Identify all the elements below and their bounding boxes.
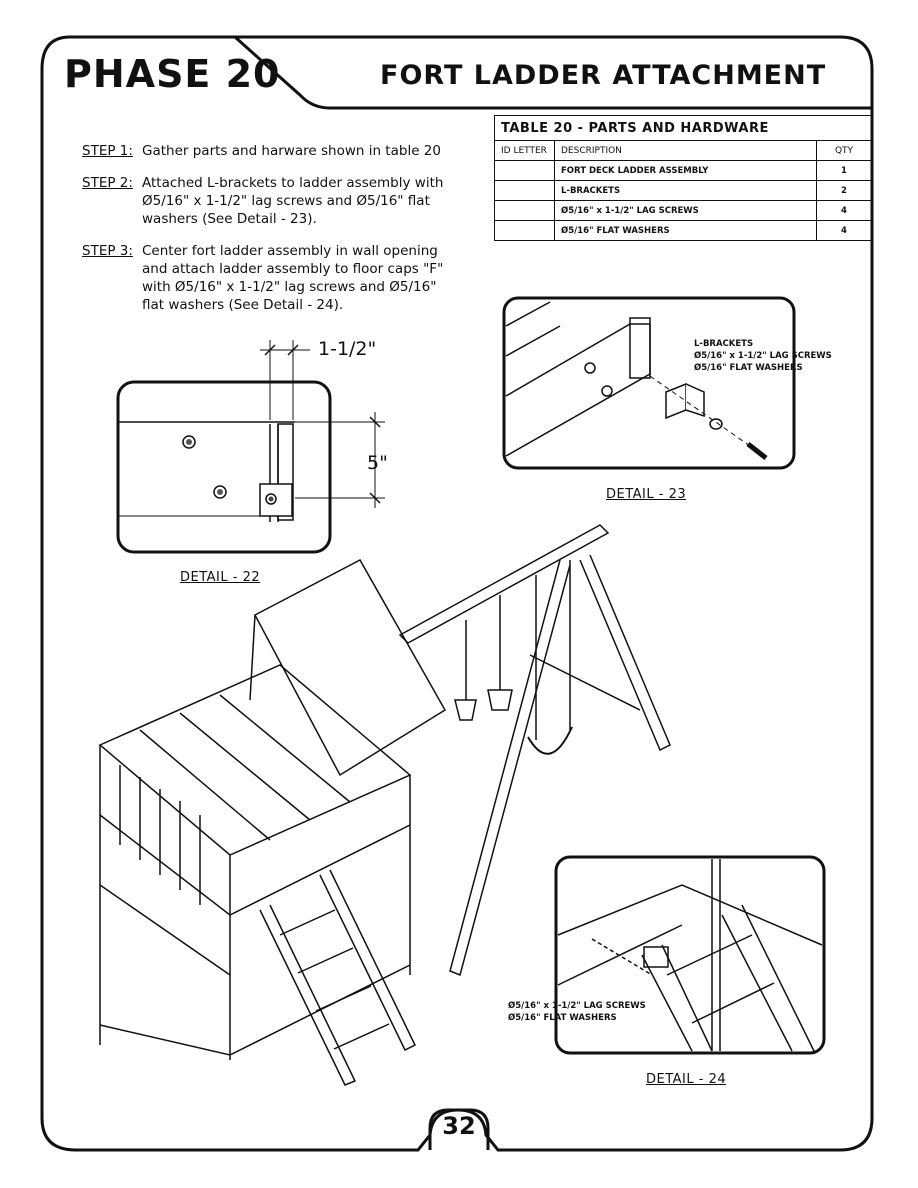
- detail-23-callouts: L-BRACKETS Ø5/16" x 1-1/2" LAG SCREWS Ø5…: [694, 338, 832, 374]
- page-number-box: [428, 1108, 490, 1150]
- cell-qty: 1: [816, 160, 872, 181]
- callout-lag-screws: Ø5/16" x 1-1/2" LAG SCREWS: [694, 351, 832, 361]
- header-id: ID LETTER: [494, 140, 555, 161]
- callout-flat-washers: Ø5/16" FLAT WASHERS: [508, 1013, 617, 1023]
- callout-l-brackets: L-BRACKETS: [694, 339, 754, 349]
- cell-description: Ø5/16" FLAT WASHERS: [554, 220, 817, 241]
- table-row: Ø5/16" x 1-1/2" LAG SCREWS 4: [494, 200, 872, 221]
- fort-assembly-illustration: [98, 524, 671, 1086]
- step-label: STEP 2:: [82, 175, 133, 191]
- dimension-width: 1-1/2": [318, 338, 377, 360]
- step-text: Gather parts and harware shown in table …: [142, 143, 441, 159]
- detail-24-label: DETAIL - 24: [646, 1072, 727, 1087]
- header-qty: QTY: [816, 140, 872, 161]
- callout-flat-washers: Ø5/16" FLAT WASHERS: [694, 363, 803, 373]
- cell-description: L-BRACKETS: [554, 180, 817, 201]
- cell-id: [494, 200, 555, 221]
- table-header-row: ID LETTER DESCRIPTION QTY: [494, 140, 872, 161]
- step-label: STEP 3:: [82, 243, 133, 259]
- detail-22-drawing: [116, 340, 385, 554]
- steps-list: STEP 1: Gather parts and harware shown i…: [82, 142, 462, 328]
- header-description: DESCRIPTION: [554, 140, 817, 161]
- table-row: L-BRACKETS 2: [494, 180, 872, 201]
- detail-24-callouts: Ø5/16" x 1-1/2" LAG SCREWS Ø5/16" FLAT W…: [508, 1000, 646, 1024]
- parts-table: TABLE 20 - PARTS AND HARDWARE ID LETTER …: [494, 115, 872, 241]
- cell-id: [494, 220, 555, 241]
- callout-lag-screws: Ø5/16" x 1-1/2" LAG SCREWS: [508, 1001, 646, 1011]
- detail-24-drawing: [554, 855, 826, 1055]
- step-1: STEP 1: Gather parts and harware shown i…: [82, 142, 462, 160]
- dimension-height: 5": [367, 452, 388, 474]
- detail-23-label: DETAIL - 23: [606, 487, 687, 502]
- cell-description: Ø5/16" x 1-1/2" LAG SCREWS: [554, 200, 817, 221]
- detail-22-label: DETAIL - 22: [180, 570, 261, 585]
- cell-id: [494, 180, 555, 201]
- step-label: STEP 1:: [82, 143, 133, 159]
- cell-qty: 4: [816, 220, 872, 241]
- cell-description: FORT DECK LADDER ASSEMBLY: [554, 160, 817, 181]
- step-2: STEP 2: Attached L-brackets to ladder as…: [82, 174, 462, 228]
- table-caption: TABLE 20 - PARTS AND HARDWARE: [494, 115, 872, 141]
- step-text: Attached L-brackets to ladder assembly w…: [142, 175, 444, 227]
- table-row: Ø5/16" FLAT WASHERS 4: [494, 220, 872, 241]
- detail-23-drawing: [502, 296, 796, 470]
- step-3: STEP 3: Center fort ladder assembly in w…: [82, 242, 462, 314]
- cell-id: [494, 160, 555, 181]
- page-title: FORT LADDER ATTACHMENT: [380, 60, 827, 91]
- table-row: FORT DECK LADDER ASSEMBLY 1: [494, 160, 872, 181]
- cell-qty: 4: [816, 200, 872, 221]
- phase-title: PHASE 20: [64, 52, 281, 96]
- step-text: Center fort ladder assembly in wall open…: [142, 243, 444, 313]
- cell-qty: 2: [816, 180, 872, 201]
- page-number: 32: [442, 1112, 476, 1140]
